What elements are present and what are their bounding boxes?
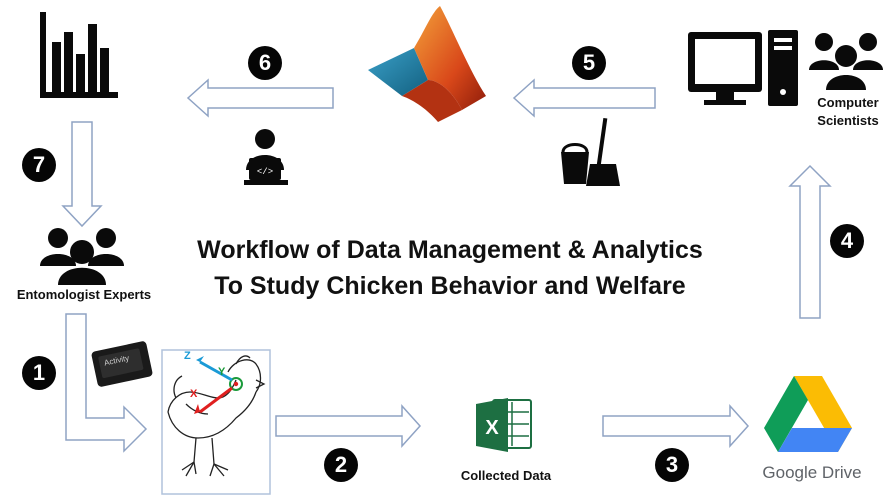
- desktop-computer-icon: [688, 30, 798, 106]
- bar-chart-icon: [40, 12, 118, 98]
- arrow-2-right: [275, 404, 422, 448]
- computer-scientists-group-icon: [809, 33, 883, 90]
- axis-x-arrow: [199, 386, 233, 414]
- google-drive-label: Google Drive: [762, 463, 862, 482]
- step-badge-4: 4: [830, 224, 864, 258]
- programmer-laptop-icon: </>: [244, 129, 288, 185]
- step-badge-5: 5: [572, 46, 606, 80]
- svg-text:</>: </>: [257, 167, 273, 177]
- step-badge-1: 1: [22, 356, 56, 390]
- entomologist-experts-label: Entomologist Experts: [16, 287, 152, 302]
- chicken-sketch: [161, 349, 271, 495]
- axis-x-label: X: [190, 388, 198, 400]
- arrow-4-up: [788, 164, 832, 319]
- title-line-2: To Study Chicken Behavior and Welfare: [214, 272, 686, 300]
- excel-logo-icon: X: [476, 398, 532, 452]
- accelerometer-device-icon: [91, 341, 153, 387]
- collected-data-label: Collected Data: [460, 468, 552, 483]
- axis-z-label: Z: [184, 350, 191, 362]
- step-badge-6: 6: [248, 46, 282, 80]
- computer-scientists-label-line2: Scientists: [817, 113, 879, 128]
- axis-z-arrow: [199, 360, 233, 382]
- svg-text:X: X: [485, 417, 499, 439]
- arrow-6-left: [186, 78, 334, 118]
- step-badge-7: 7: [22, 148, 56, 182]
- title-line-1: Workflow of Data Management & Analytics: [197, 236, 703, 264]
- step-badge-3: 3: [655, 448, 689, 482]
- axis-y-label: Y: [218, 366, 226, 378]
- computer-scientists-label: Computer Scientists: [806, 94, 890, 130]
- step-badge-2: 2: [324, 448, 358, 482]
- arrow-1-bent: [65, 313, 148, 453]
- cleaning-bucket-broom-icon: [561, 117, 620, 186]
- computer-scientists-label-line1: Computer: [817, 95, 879, 110]
- matlab-logo-icon: [368, 6, 486, 122]
- arrow-7-down: [61, 121, 103, 228]
- diagram-title: Workflow of Data Management & Analytics …: [150, 232, 750, 304]
- arrow-3-right: [602, 404, 750, 448]
- google-drive-logo-icon: [764, 376, 852, 452]
- arrow-5-left: [512, 78, 656, 118]
- entomologist-experts-group-icon: [40, 228, 124, 285]
